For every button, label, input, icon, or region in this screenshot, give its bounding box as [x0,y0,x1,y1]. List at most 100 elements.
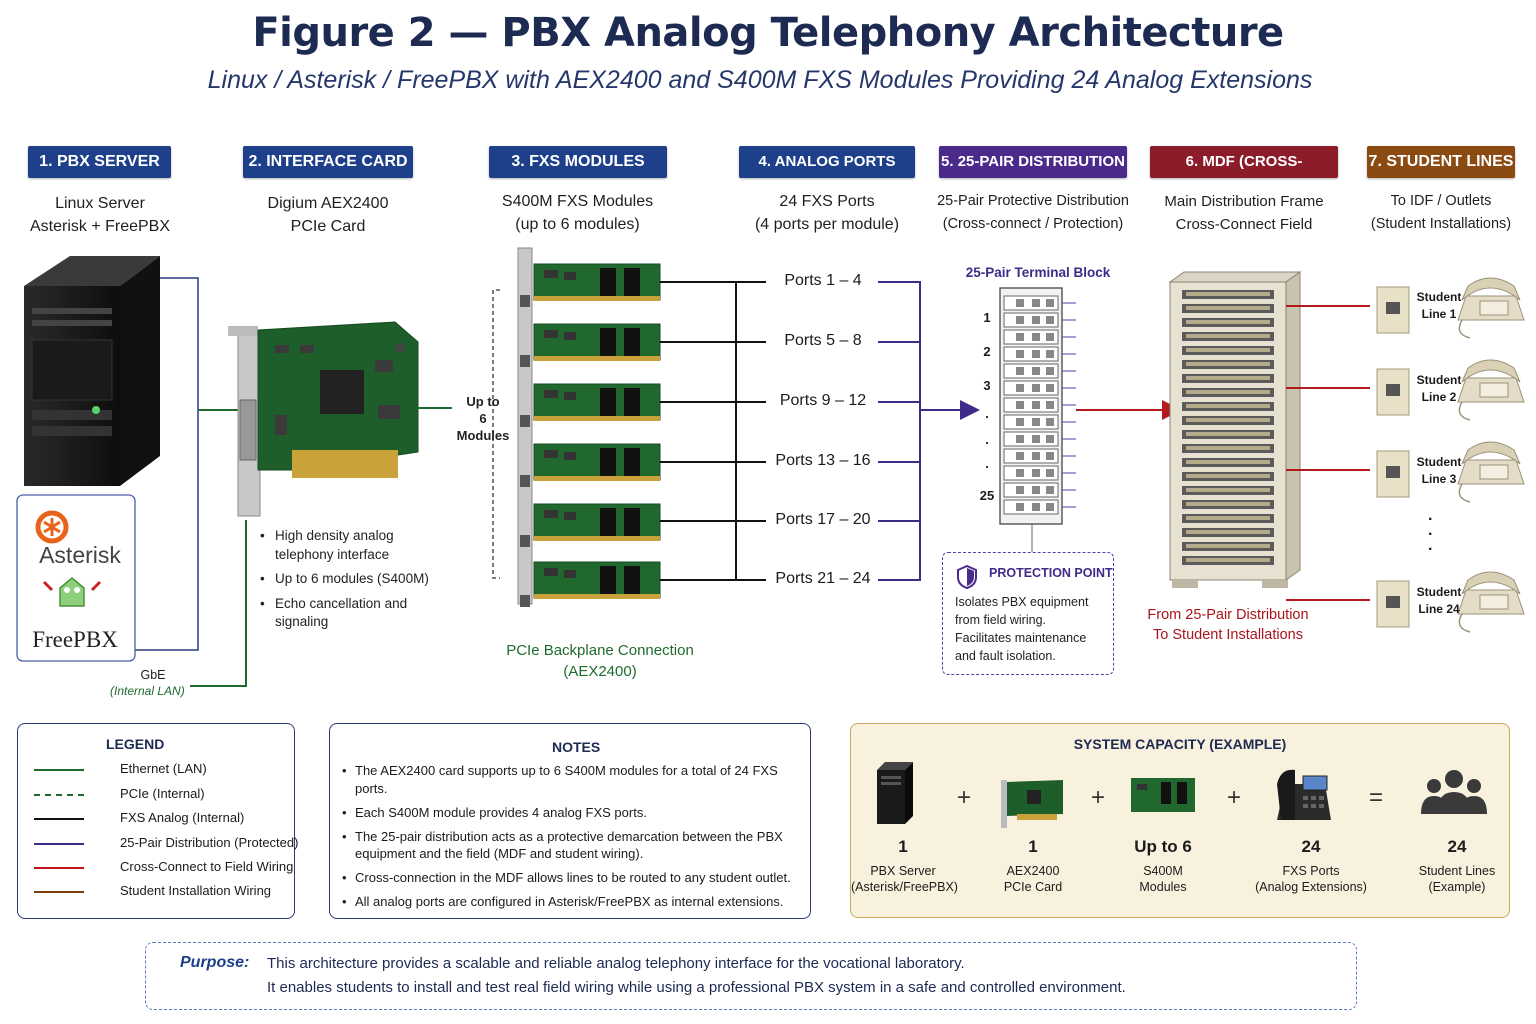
architecture-diagram: Asterisk FreePBX [16,247,1525,687]
port-label: Ports 17 – 20 [768,511,878,529]
port-label: Ports 21 – 24 [768,570,878,588]
student-line-label: Student Line 1 [1416,289,1462,323]
fxs-module-icon [1131,778,1195,812]
legend-label: Ethernet (LAN) [120,761,207,776]
protection-title: PROTECTION POINT [989,566,1113,580]
purpose-line2: It enables students to install and test … [267,979,1126,996]
legend-title: LEGEND [106,736,165,752]
capacity-label: AEX2400 [1006,864,1060,878]
capacity-item: Up to 6 S400M Modules [1113,837,1213,895]
ip-phone-icon [1277,769,1331,820]
port-label: Ports 5 – 8 [768,332,878,350]
pair-label: 1 [983,310,991,325]
card-bullet: Up to 6 modules (S400M) [260,570,440,589]
col-heading-line2: PCIe Card [290,218,366,235]
pair-label: . [985,456,989,471]
col-heading-modules: S400M FXS Modules (up to 6 modules) [480,190,675,236]
student-line-label: Student Line 3 [1416,454,1462,488]
capacity-label: Modules [1139,880,1187,894]
capacity-item: 1 AEX2400 PCIe Card [983,837,1083,895]
col-heading-card: Digium AEX2400 PCIe Card [238,192,418,238]
student-line-l2: Line 1 [1421,307,1457,321]
capacity-box: SYSTEM CAPACITY (EXAMPLE) + + + = 1 PB [850,723,1510,918]
col-heading-line2: (Student Installations) [1370,216,1512,232]
mdf-caption: From 25-Pair Distribution To Student Ins… [1130,605,1326,645]
col-heading-pbx: Linux Server Asterisk + FreePBX [10,192,190,238]
capacity-label: (Example) [1428,880,1486,894]
terminal-block-icon [999,287,1076,525]
col-heading-ports: 24 FXS Ports (4 ports per module) [732,190,922,236]
col-heading-distribution: 25-Pair Protective Distribution (Cross-c… [928,190,1138,236]
card-bullet: Echo cancellation and signaling [260,595,440,632]
backplane-line1: PCIe Backplane Connection [506,642,694,659]
col-heading-line2: Asterisk + FreePBX [29,218,171,235]
student-line-l1: Student [1416,290,1462,304]
fxs-module-icons [533,263,661,600]
pair-label: 3 [983,378,991,393]
shield-icon [957,565,977,589]
plus-operator: + [957,784,972,811]
col-heading-student: To IDF / Outlets (Student Installations) [1360,190,1522,236]
gbe-label: GbE [140,668,166,682]
col-heading-line2: (up to 6 modules) [515,216,640,233]
col-heading-line1: 25-Pair Protective Distribution [937,193,1129,209]
capacity-label: PCIe Card [1003,880,1063,894]
note-item: The AEX2400 card supports up to 6 S400M … [342,762,797,797]
student-line-l1: Student [1416,373,1462,387]
note-item: All analog ports are configured in Aster… [342,893,797,911]
badge-25-pair-distribution: 5. 25-PAIR DISTRIBUTION [939,146,1127,178]
terminal-block-title: 25-Pair Terminal Block [965,265,1111,280]
student-line-label: Student Line 24 [1416,584,1462,618]
backplane-label: PCIe Backplane Connection (AEX2400) [490,640,710,682]
capacity-number: Up to 6 [1134,837,1192,856]
notes-box: NOTES The AEX2400 card supports up to 6 … [329,723,811,919]
col-heading-line1: Main Distribution Frame [1164,193,1324,210]
pair-label: . [985,406,989,421]
asterisk-logo-text: Asterisk [39,542,121,568]
note-item: The 25-pair distribution acts as a prote… [342,828,797,863]
student-line-l1: Student [1416,455,1462,469]
pair-label: 25 [979,488,995,503]
badge-mdf: 6. MDF (CROSS-CONNECT) [1150,146,1338,202]
badge-fxs-modules: 3. FXS MODULES [489,146,667,178]
badge-student-lines: 7. STUDENT LINES [1367,146,1515,178]
backplane-line2: (AEX2400) [563,663,637,680]
protection-point-box: PROTECTION POINT Isolates PBX equipment … [942,552,1114,675]
asterisk-logo-icon [35,510,69,544]
capacity-title: SYSTEM CAPACITY (EXAMPLE) [1073,736,1287,752]
col-heading-line1: To IDF / Outlets [1390,193,1492,209]
col-heading-line1: Linux Server [55,195,145,212]
plus-operator: + [1227,784,1242,811]
legend-label: 25-Pair Distribution (Protected) [120,835,299,850]
users-group-icon [1421,770,1487,814]
student-line-l2: Line 3 [1421,472,1457,486]
telephone-icons [1457,277,1525,633]
capacity-label: Student Lines [1418,864,1496,878]
protection-line: Isolates PBX equipment [955,595,1089,609]
equals-operator: = [1369,784,1384,811]
student-line-l2: Line 24 [1418,602,1460,616]
mdf-caption-line: To Student Installations [1153,627,1303,643]
badge-analog-ports: 4. ANALOG PORTS (FXS) [739,146,915,202]
capacity-label: FXS Ports [1282,864,1340,878]
legend-label: Cross-Connect to Field Wiring [120,859,294,874]
col-heading-line1: Digium AEX2400 [267,195,389,212]
purpose-box: Purpose: This architecture provides a sc… [145,942,1357,1010]
capacity-label: PBX Server [870,864,936,878]
capacity-label: (Analog Extensions) [1255,880,1367,894]
card-bullets: High density analog telephony interface … [260,527,440,638]
port-label: Ports 9 – 12 [768,392,878,410]
protection-line: Facilitates maintenance [955,631,1087,645]
col-heading-line2: (4 ports per module) [754,216,900,233]
up-to-modules-label: Up to 6 Modules [452,393,514,444]
purpose-label: Purpose: [180,954,250,971]
student-line-l2: Line 2 [1421,390,1457,404]
capacity-number: 24 [1447,837,1467,856]
col-heading-line1: S400M FXS Modules [501,193,654,210]
col-heading-line2: Cross-Connect Field [1175,216,1313,233]
col-heading-line2: (Cross-connect / Protection) [942,216,1124,232]
six-modules-text: 6 Modules [456,411,510,443]
capacity-number: 24 [1301,837,1321,856]
col-heading-line1: 24 FXS Ports [779,193,875,210]
pair-label: . [985,432,989,447]
